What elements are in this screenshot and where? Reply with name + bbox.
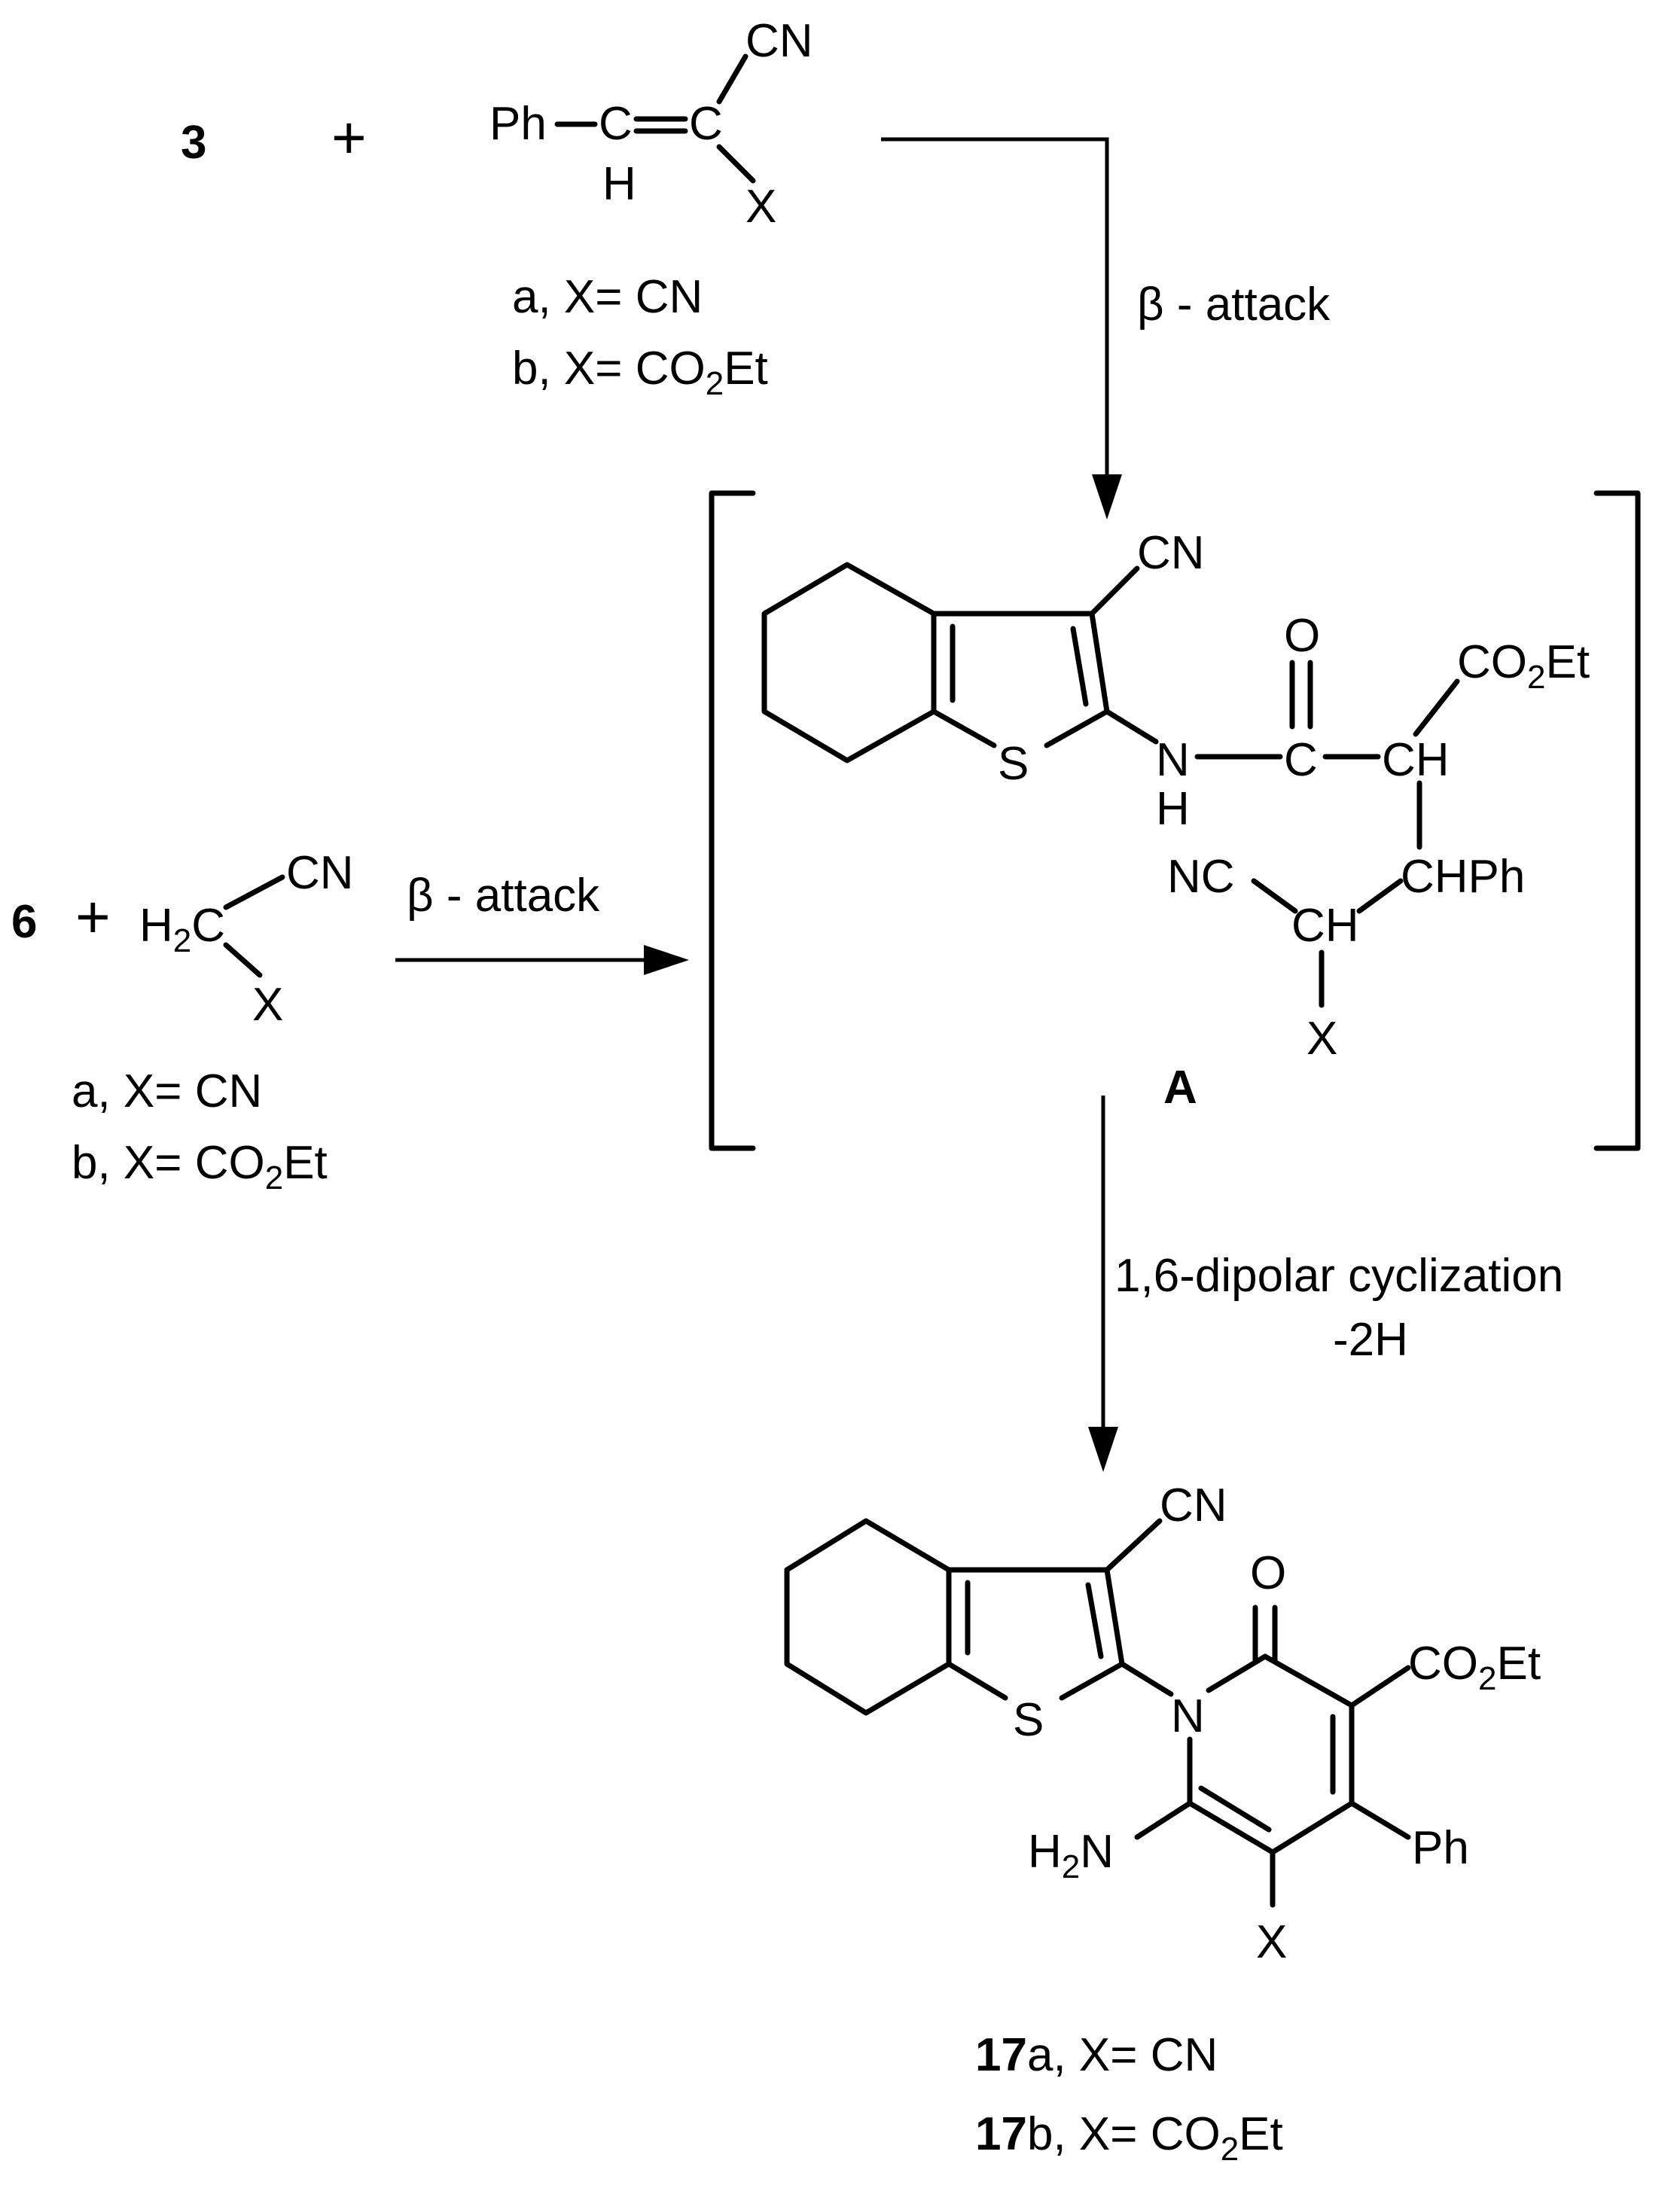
c2-n-bond: [1104, 709, 1159, 745]
product-o-label: O: [1250, 1547, 1286, 1599]
chph-ch-bond: [1356, 878, 1404, 914]
chph-label: CHPh: [1401, 851, 1525, 903]
ch-co2et-bond: [1413, 678, 1460, 737]
product-n-label: N: [1171, 1690, 1205, 1742]
ph-label: Ph: [489, 98, 547, 150]
arrow-down-label-2: -2H: [1333, 1314, 1408, 1366]
intermediate-bracket: [709, 490, 1641, 1151]
product-ph-bond: [1349, 1800, 1411, 1840]
product-ph-label: Ph: [1412, 1822, 1469, 1874]
alkene-c1: C: [599, 98, 633, 150]
cn-label: CN: [745, 15, 813, 67]
product-c2-n-bond: [1119, 1661, 1174, 1697]
sulfur-label: S: [998, 738, 1029, 790]
carbonyl-c: C: [1284, 734, 1318, 786]
variant-b-label: b, X= CO2Et: [512, 343, 768, 402]
product-cyclohexane: [784, 1518, 952, 1716]
variant-a-label-left: a, X= CN: [72, 1065, 262, 1117]
arrow-top: β - attack: [881, 137, 1331, 520]
intermediate-label: A: [1163, 1062, 1197, 1114]
x-label-left: X: [252, 979, 283, 1031]
arrow-down-label-1: 1,6-dipolar cyclization: [1114, 1250, 1563, 1302]
variant-b-label-left: b, X= CO2Et: [72, 1137, 328, 1196]
c-x-bond: [716, 144, 756, 184]
c-cn-bond-left: [223, 874, 285, 910]
ring-c5-c6: [1187, 1800, 1276, 1855]
product-co2et-label: CO2Et: [1408, 1638, 1541, 1697]
reactant-6-and-methylene: 6 + H2C CN X a, X= CN b, X= CO2Et: [11, 847, 354, 1196]
co2et-label-a: CO2Et: [1457, 636, 1590, 696]
cyclohexane-ring: [761, 562, 937, 763]
product-thio-s-c2: [1059, 1661, 1125, 1701]
thiophene-c3-c2: [1089, 611, 1110, 715]
right-bracket: [1593, 490, 1641, 1151]
product-h2n-label: H2N: [1028, 1826, 1114, 1885]
product-c3-cn-bond: [1104, 1518, 1163, 1573]
product-thio-c7a-s: [946, 1661, 1008, 1701]
compound-6-label: 6: [11, 896, 37, 948]
product-sulfur-label: S: [1013, 1694, 1044, 1746]
thiophene-c3-c2-inner: [1070, 626, 1089, 707]
ch-nc-bond: [1251, 878, 1298, 914]
arrow-down-head: [1088, 1427, 1118, 1472]
ch-label-b: CH: [1291, 900, 1359, 952]
arrow-top-label: β - attack: [1137, 279, 1331, 331]
plus-sign: +: [331, 104, 367, 171]
product-thio-c3-c2-inner: [1085, 1582, 1104, 1659]
variant-a-label: a, X= CN: [512, 271, 703, 323]
c-cn-bond: [716, 53, 749, 105]
arrow-top-line: [881, 137, 1109, 478]
product-cn-label: CN: [1160, 1480, 1227, 1531]
ring-c2-c3: [1262, 1653, 1355, 1708]
product-thio-c3-c2: [1104, 1567, 1125, 1667]
product-17-structure: S CN N O CO2Et Ph H2N X 17a, X= CN 17b, …: [784, 1480, 1541, 2168]
left-bracket: [709, 490, 756, 1151]
arrow-top-head: [1092, 474, 1122, 520]
intermediate-a-structure: S CN N H C O CH CO2Et CHPh CH NC X A: [761, 527, 1590, 1114]
arrow-left-label: β - attack: [407, 870, 600, 922]
product-x-label: X: [1256, 1916, 1287, 1968]
nh-h-label: H: [1156, 783, 1190, 835]
nc-label: NC: [1167, 851, 1235, 903]
arrow-left-head: [644, 945, 689, 975]
compound-3-label: 3: [181, 117, 206, 169]
reactant-3-and-arylidene: 3 + Ph C C H CN X a, X= CN b, X= CO2Et: [181, 15, 813, 402]
arrow-left: β - attack: [395, 870, 689, 975]
alkene-c2: C: [689, 98, 723, 150]
thiophene-s-c2: [1044, 709, 1110, 748]
x-label: X: [745, 181, 776, 233]
c3-cn-bond: [1089, 565, 1140, 617]
x-label-a: X: [1306, 1013, 1337, 1065]
ring-c4-c5: [1270, 1800, 1355, 1855]
ring-c5-c6-inner: [1198, 1785, 1272, 1833]
product-17b-label: 17b, X= CO2Et: [975, 2108, 1283, 2168]
product-co2et-bond: [1349, 1665, 1411, 1708]
product-17a-label: 17a, X= CN: [975, 2029, 1218, 2081]
ch-label-a: CH: [1382, 734, 1450, 786]
h2c-label: H2C: [139, 900, 225, 959]
cn-label-a: CN: [1137, 527, 1205, 579]
thiophene-c7a-s: [931, 709, 997, 748]
alkene-h: H: [602, 158, 636, 210]
product-nh2-bond: [1134, 1800, 1193, 1840]
arrow-down: 1,6-dipolar cyclization -2H: [1088, 1096, 1563, 1472]
cn-label-left: CN: [286, 847, 354, 899]
carbonyl-o: O: [1284, 610, 1320, 662]
c-x-bond-left: [223, 942, 263, 978]
n-label-a: N: [1156, 734, 1190, 786]
plus-sign-left: +: [75, 883, 111, 950]
